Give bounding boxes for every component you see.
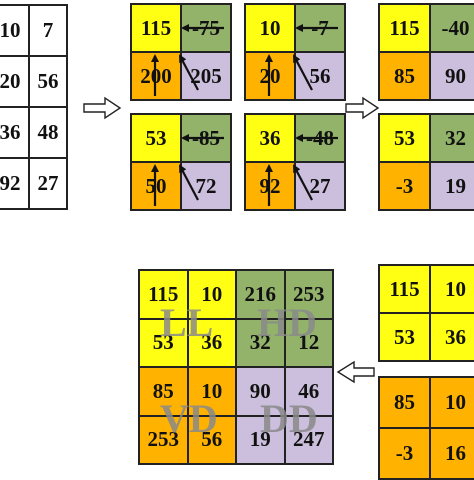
block-cell-tl: 115	[131, 4, 181, 52]
result-cell-tr: 32	[430, 114, 474, 162]
final-cell: 36	[187, 318, 236, 367]
final-cell: 115	[139, 270, 188, 319]
result-cell-tr: -40	[430, 4, 474, 52]
input-cell: 56	[29, 56, 67, 107]
result-cell-br: 19	[430, 162, 474, 210]
partial-cell: 10	[430, 377, 474, 428]
final-cell: 46	[284, 367, 333, 416]
final-grid: 115 10 216 253 53 36 32 12 85 10 90 46 2…	[138, 269, 334, 465]
input-cell: 20	[0, 56, 29, 107]
result-cell-bl: -3	[379, 162, 430, 210]
partial-cell: 16	[430, 428, 474, 479]
partial-cell: 53	[379, 313, 430, 361]
arrow-right-icon	[83, 96, 122, 120]
arrow-diagonal-icon	[293, 164, 313, 201]
partial-grid-top: 115 10 53 36	[378, 264, 474, 362]
block-cell-br: 27	[295, 162, 345, 210]
final-cell: 56	[187, 415, 236, 464]
final-cell: 90	[236, 367, 285, 416]
block-cell-br: 72	[181, 162, 231, 210]
arrow-diagonal-icon	[179, 164, 199, 201]
arrow-right-icon	[345, 96, 380, 120]
input-cell: 92	[0, 158, 29, 209]
partial-cell: 10	[430, 265, 474, 313]
partial-cell: 36	[430, 313, 474, 361]
partial-cell: 85	[379, 377, 430, 428]
block-cell-tl: 53	[131, 114, 181, 162]
final-cell: 253	[139, 415, 188, 464]
final-cell: 247	[284, 415, 333, 464]
partial-cell: -3	[379, 428, 430, 479]
arrow-diagonal-icon	[179, 54, 199, 91]
final-cell: 85	[139, 367, 188, 416]
input-cell: 36	[0, 107, 29, 158]
final-cell: 12	[284, 318, 333, 367]
block-cell-br: 56	[295, 52, 345, 100]
final-cell: 19	[236, 415, 285, 464]
input-cell: 48	[29, 107, 67, 158]
input-cell: 10	[0, 5, 29, 56]
result-cell-bl: 85	[379, 52, 430, 100]
result-grid-1: 115 -40 85 90	[378, 3, 474, 101]
result-cell-tl: 115	[379, 4, 430, 52]
input-cell: 7	[29, 5, 67, 56]
arrow-diagonal-icon	[293, 54, 313, 91]
partial-cell: 115	[379, 265, 430, 313]
result-cell-br: 90	[430, 52, 474, 100]
final-cell: 253	[284, 270, 333, 319]
result-cell-tl: 53	[379, 114, 430, 162]
final-cell: 32	[236, 318, 285, 367]
final-cell: 10	[187, 367, 236, 416]
final-cell: 10	[187, 270, 236, 319]
input-cell: 27	[29, 158, 67, 209]
final-cell: 53	[139, 318, 188, 367]
final-cell: 216	[236, 270, 285, 319]
arrow-left-icon	[336, 360, 375, 384]
input-grid: 10 7 20 56 36 48 92 27	[0, 4, 68, 210]
block-cell-br: 205	[181, 52, 231, 100]
block-cell-tl: 36	[245, 114, 295, 162]
partial-grid-bottom: 85 10 -3 16	[378, 376, 474, 480]
result-grid-2: 53 32 -3 19	[378, 113, 474, 211]
block-cell-tl: 10	[245, 4, 295, 52]
